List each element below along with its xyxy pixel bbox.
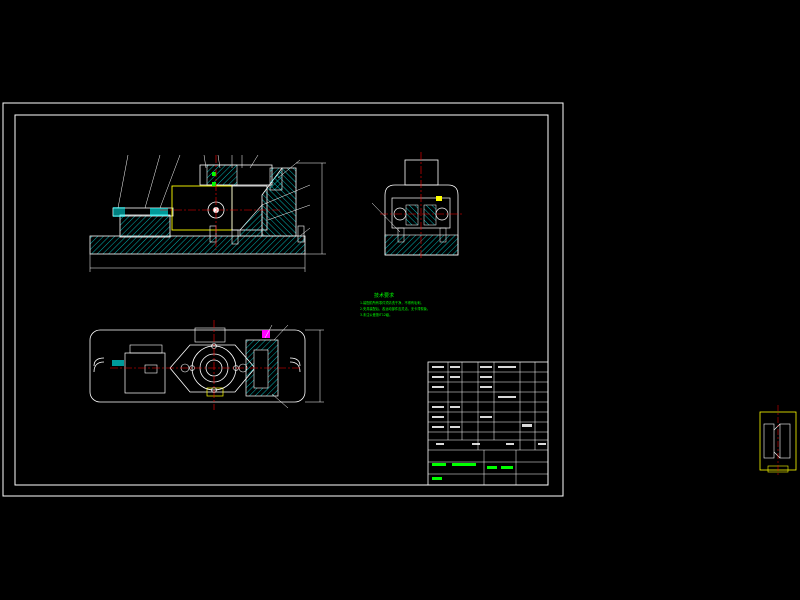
outer-frame bbox=[2, 102, 564, 497]
inner-frame bbox=[14, 114, 549, 486]
front-view bbox=[89, 154, 326, 272]
requirement-line-1: 1.装配前所有零件须清洗干净，不得有毛刺。 bbox=[360, 301, 424, 305]
technical-requirements-title: 技术要求 bbox=[374, 293, 395, 299]
title-block bbox=[427, 361, 549, 486]
top-view bbox=[89, 320, 324, 410]
side-view bbox=[371, 152, 462, 260]
requirement-line-3: 3.未注公差按IT12级。 bbox=[360, 313, 393, 317]
detail-view bbox=[759, 405, 797, 476]
technical-requirements-note: 技术要求 1.装配前所有零件须清洗干净，不得有毛刺。 2.夹具装配后，各运动部件… bbox=[360, 292, 560, 318]
requirement-line-2: 2.夹具装配后，各运动部件应灵活，无卡滞现象。 bbox=[360, 307, 430, 311]
